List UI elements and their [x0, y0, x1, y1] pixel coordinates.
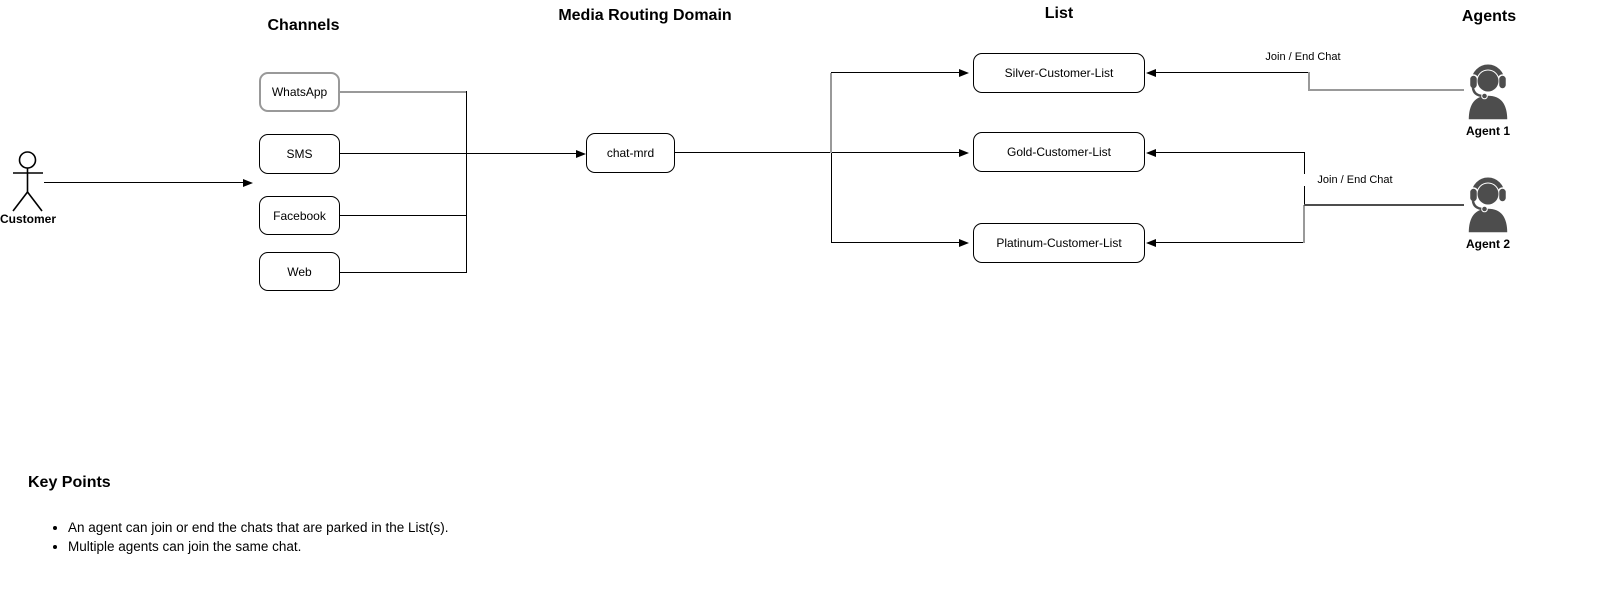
node-label: Web [287, 264, 312, 279]
node-label: Platinum-Customer-List [996, 236, 1122, 250]
node-label: Silver-Customer-List [1004, 66, 1114, 80]
edge-branch-to-platinum [831, 242, 959, 243]
arrowhead-icon [1146, 148, 1156, 157]
node-gold-customer-list: Gold-Customer-List [973, 132, 1145, 172]
channel-junction-line [466, 91, 467, 273]
edge-customer-to-channels [44, 182, 243, 183]
node-channel-web: Web [259, 252, 340, 291]
edge-agent1-horizontal [1308, 89, 1464, 91]
edge-whatsapp-to-junction [340, 91, 466, 93]
key-point-item: Multiple agents can join the same chat. [68, 537, 448, 556]
key-points-title: Key Points [28, 474, 111, 491]
branch-line-down [831, 153, 832, 243]
node-label: SMS [286, 147, 313, 161]
node-label: chat-mrd [606, 146, 655, 160]
node-platinum-customer-list: Platinum-Customer-List [973, 223, 1145, 263]
heading-list: List [1044, 5, 1074, 22]
edge-agent2-vertical-lower [1303, 205, 1305, 243]
edge-label-join-end-chat-1: Join / End Chat [1233, 51, 1373, 63]
edge-mrd-to-gold [675, 152, 959, 153]
arrowhead-icon [243, 178, 253, 187]
edge-branch-to-silver [831, 72, 959, 73]
edge-label-join-end-chat-2: Join / End Chat [1285, 174, 1425, 186]
agent1-headset-icon [1467, 64, 1509, 120]
edge-agent2-to-platinum [1156, 242, 1305, 243]
edge-facebook-to-junction [340, 215, 466, 216]
node-silver-customer-list: Silver-Customer-List [973, 53, 1145, 93]
arrowhead-icon [959, 238, 969, 247]
arrowhead-icon [576, 149, 586, 158]
branch-line-up [830, 73, 832, 153]
key-points-list: An agent can join or end the chats that … [48, 518, 448, 556]
heading-media-routing-domain: Media Routing Domain [558, 7, 732, 24]
agent2-headset-icon [1467, 177, 1509, 233]
node-label: Facebook [273, 208, 326, 223]
node-channel-sms: SMS [259, 134, 340, 174]
arrowhead-icon [1146, 238, 1156, 247]
agent1-label: Agent 1 [1465, 124, 1510, 138]
key-point-item: An agent can join or end the chats that … [68, 518, 448, 537]
edge-agent1-to-silver [1156, 72, 1309, 73]
edge-web-to-junction [340, 272, 466, 273]
customer-actor-icon [12, 151, 43, 212]
node-label: Gold-Customer-List [1006, 145, 1112, 159]
node-channel-facebook: Facebook [259, 196, 340, 235]
customer-label: Customer [0, 212, 56, 226]
edge-agent2-to-gold [1156, 152, 1305, 153]
arrowhead-icon [1146, 68, 1156, 77]
node-channel-whatsapp: WhatsApp [259, 72, 340, 112]
node-label: WhatsApp [271, 85, 328, 99]
edge-sms-to-mrd [340, 153, 576, 154]
edge-agent1-step-vertical [1308, 72, 1310, 90]
arrowhead-icon [959, 148, 969, 157]
agent2-label: Agent 2 [1465, 237, 1510, 251]
arrowhead-icon [959, 68, 969, 77]
heading-agents: Agents [1461, 8, 1517, 25]
heading-channels: Channels [267, 17, 340, 34]
node-chat-mrd: chat-mrd [586, 133, 675, 173]
edge-agent2-horizontal [1304, 204, 1464, 206]
